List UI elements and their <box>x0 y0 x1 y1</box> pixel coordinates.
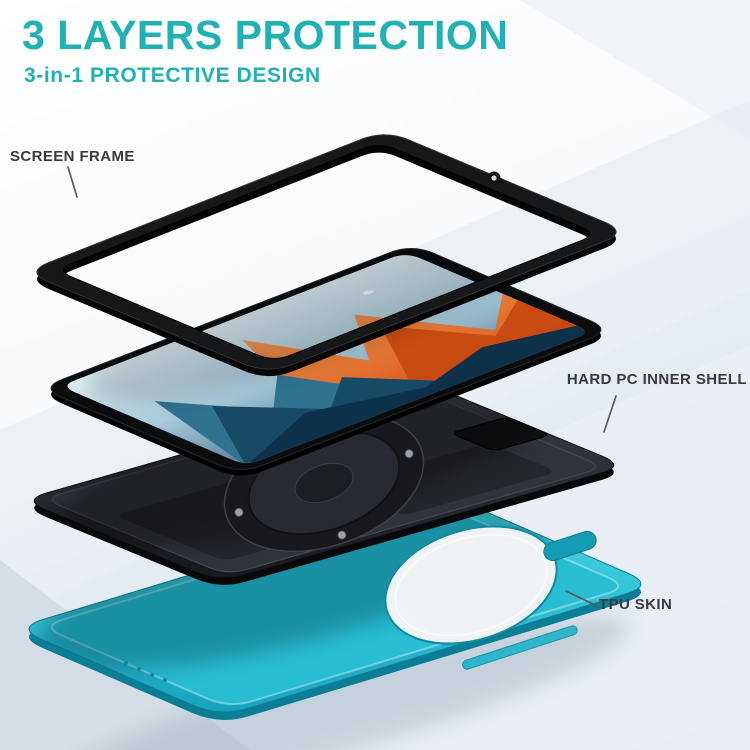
wallpaper-mountains <box>154 293 585 463</box>
callout-lines <box>67 166 617 607</box>
frame-camera-hole <box>487 171 501 185</box>
page-title: 3 LAYERS PROTECTION <box>22 12 509 58</box>
callout-hard-pc-inner-shell: HARD PC INNER SHELL <box>566 371 747 388</box>
page-subtitle: 3-in-1 PROTECTIVE DESIGN <box>24 64 321 87</box>
callout-tpu-skin: TPU SKIN <box>599 596 673 613</box>
callout-screen-frame: SCREEN FRAME <box>10 148 135 165</box>
hard-pc-shell-layer <box>33 387 615 585</box>
tpu-pen-groove <box>462 625 578 670</box>
tpu-camera-slot <box>543 530 597 562</box>
tpu-leader-line <box>565 590 598 607</box>
screen-frame-leader-line <box>67 166 78 198</box>
screen-frame-layer <box>36 134 617 377</box>
hard-pc-leader-line <box>603 395 617 433</box>
tpu-speaker-holes <box>124 661 167 682</box>
frame-highlight <box>36 134 617 370</box>
